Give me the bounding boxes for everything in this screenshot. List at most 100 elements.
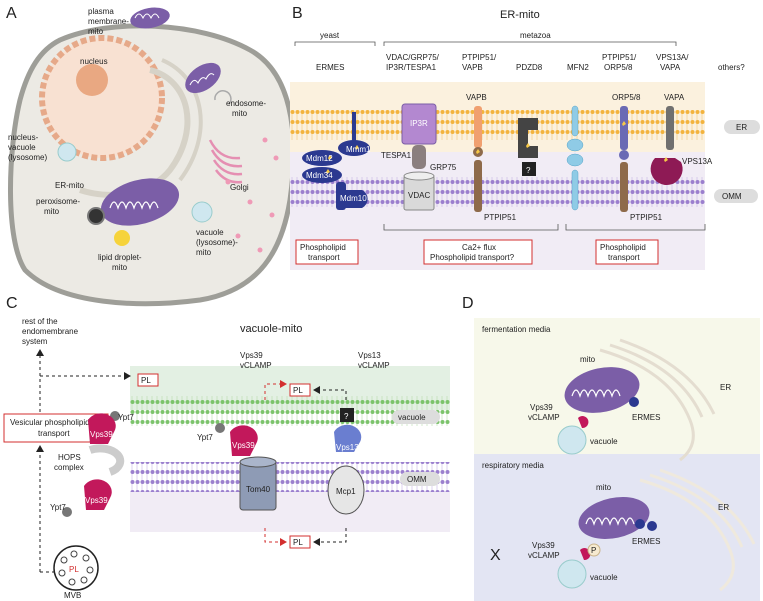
pl-label-1: PL	[141, 376, 151, 385]
vapa-vps13a	[650, 106, 683, 186]
vapb-ptpip51	[473, 106, 483, 212]
p-label: P	[591, 546, 596, 555]
golgi-label: Golgi	[230, 183, 249, 192]
pdzd8-protein	[518, 118, 538, 176]
grp75-protein	[412, 145, 426, 169]
vacuole-mito-label: vacuole(lysosome)-mito	[196, 228, 238, 257]
peroxisome	[87, 207, 105, 225]
panel-b: B ER-mito yeast metazoa ERMES VDAC/GRP75…	[290, 5, 760, 270]
mcp1-label: Mcp1	[336, 487, 356, 496]
lipid-droplet-mito-label: lipid droplet-mito	[98, 253, 142, 272]
tom40-label: Tom40	[246, 485, 271, 494]
vps13a-label: VPS13A	[682, 157, 713, 166]
vacuole-label-c: vacuole	[398, 413, 426, 422]
col-ermes: ERMES	[316, 63, 344, 72]
omm-membrane-label: OMM	[722, 192, 742, 201]
mdm12-label: Mdm12	[306, 154, 333, 163]
vps13	[334, 424, 362, 452]
vps39-top	[578, 416, 589, 429]
vesicles	[225, 137, 279, 253]
vacuole-bottom	[557, 559, 587, 589]
vps39-label-3: Vps39	[232, 441, 255, 450]
hops-complex	[88, 444, 125, 476]
panel-d: D fermentation media respiratory media E…	[462, 295, 760, 601]
pdzd8-question: ?	[526, 166, 531, 175]
col-vdac: VDAC/GRP75/IP3R/TESPA1	[386, 53, 440, 72]
x-mark: X	[490, 547, 501, 564]
panel-c-title: vacuole-mito	[240, 323, 302, 335]
respiratory-label: respiratory media	[482, 461, 544, 470]
col-pdzd8: PDZD8	[516, 63, 543, 72]
er-label-bottom: ER	[718, 503, 729, 512]
mito-top	[564, 367, 640, 413]
er-membrane	[290, 110, 705, 140]
phospho-p	[587, 543, 601, 557]
metazoa-label: metazoa	[520, 31, 551, 40]
mdm10-label: Mdm10	[340, 194, 367, 203]
ip3r-channel	[401, 103, 437, 145]
ypt7-bottom	[62, 507, 72, 517]
vps39-left-bottom	[84, 479, 112, 510]
nucleus-vacuole-label: nucleus-vacuole(lysosome)	[8, 133, 47, 162]
mito-main	[100, 178, 180, 226]
endosome-mito-label: endosome-mito	[226, 99, 266, 118]
function-box-ermes	[295, 239, 359, 265]
ypt7-label-3: Ypt7	[197, 433, 213, 442]
grp75-label: GRP75	[430, 163, 457, 172]
ermes-bottom-2	[647, 521, 657, 531]
pl-label-3: PL	[293, 538, 303, 547]
panel-b-letter: B	[292, 5, 303, 22]
er-membrane-label: ER	[736, 123, 747, 132]
mfn2-protein	[566, 105, 584, 211]
nucleus-label: nucleus	[80, 57, 108, 66]
pl-box-bottom	[289, 535, 311, 549]
vacuole-label-top: vacuole	[590, 437, 618, 446]
tom40-channel	[239, 456, 277, 511]
pl-label-2: PL	[293, 386, 303, 395]
question-box-c	[340, 408, 354, 422]
vdac-label: VDAC	[408, 191, 430, 200]
panel-c-letter: C	[6, 295, 18, 312]
er-mito-label: ER-mito	[55, 181, 84, 190]
pl-box-top-left	[137, 373, 159, 387]
ypt7-middle	[215, 423, 225, 433]
omm-label-c: OMM	[407, 475, 427, 484]
col-mfn2: MFN2	[567, 63, 589, 72]
ip3r-label: IP3R	[410, 119, 428, 128]
vps39-left-top	[88, 413, 116, 444]
ermes-bottom-1	[635, 519, 645, 529]
mito-endosome	[185, 62, 232, 105]
mvb-label: MVB	[64, 591, 81, 600]
mito-plasma-membrane	[130, 7, 170, 29]
vapa-label: VAPA	[664, 93, 685, 102]
vacuole-lysosome	[191, 201, 213, 223]
pl-in-mvb: PL	[69, 565, 79, 574]
ermes-label-bottom: ERMES	[632, 537, 660, 546]
er-label-top: ER	[720, 383, 731, 392]
ypt7-label-2: Ypt7	[50, 503, 66, 512]
vacuole-top	[557, 425, 587, 455]
vacuole-small	[57, 142, 77, 162]
ermes-top	[629, 397, 639, 407]
col-vps13a-vapa: VPS13A/VAPA	[656, 53, 689, 72]
ermes-label-top: ERMES	[632, 413, 660, 422]
vps39-middle	[230, 425, 258, 456]
function-box-metazoa	[423, 239, 533, 265]
omm-c-membrane	[130, 462, 450, 492]
vps39-label-2: Vps39	[85, 496, 108, 505]
orp58-label: ORP5/8	[612, 93, 641, 102]
vps13-label: Vps13	[336, 443, 359, 452]
mito-label-bottom: mito	[596, 483, 612, 492]
mito-c-band	[130, 492, 450, 532]
